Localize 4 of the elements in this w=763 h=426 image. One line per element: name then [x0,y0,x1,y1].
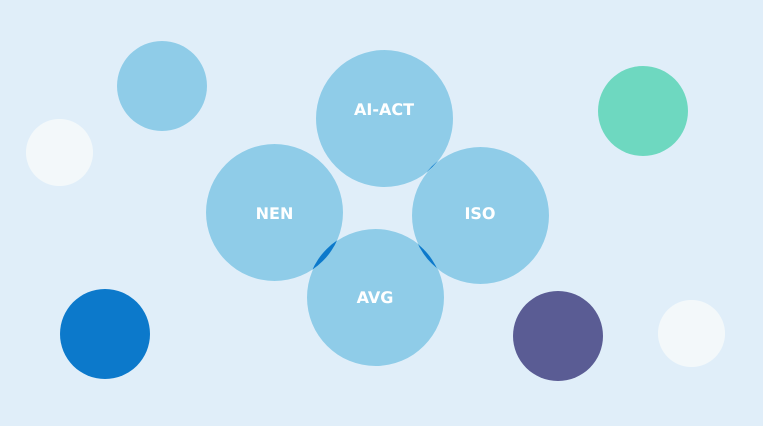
circle-label: ISO [464,205,496,223]
circle-label: AI-ACT [354,100,414,118]
circle-label: AVG [356,288,394,306]
circle-label: NEN [256,204,294,222]
